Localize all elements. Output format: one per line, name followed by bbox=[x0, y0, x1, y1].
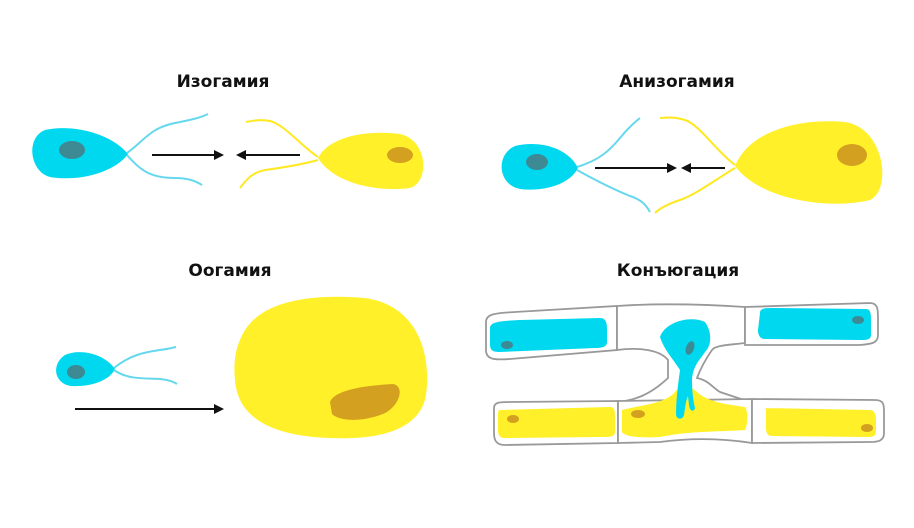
title-oogamy: Оогамия bbox=[188, 261, 272, 281]
conjugation-contents bbox=[490, 308, 876, 438]
female-gamete bbox=[654, 116, 883, 214]
nucleus bbox=[837, 144, 867, 166]
nucleus bbox=[59, 141, 85, 159]
egg-cell bbox=[234, 296, 428, 439]
sperm-cell bbox=[56, 346, 178, 387]
nucleus bbox=[387, 147, 413, 163]
migrating-cell-content bbox=[660, 319, 711, 419]
nucleus bbox=[526, 154, 548, 170]
isogamy-panel bbox=[32, 113, 424, 190]
male-gamete bbox=[32, 113, 209, 186]
female-gamete bbox=[239, 119, 424, 190]
title-anisogamy: Анизогамия bbox=[619, 72, 735, 92]
nucleus bbox=[67, 365, 85, 379]
male-gamete bbox=[501, 117, 651, 213]
anisogamy-panel bbox=[501, 116, 883, 214]
title-conjugation: Конъюгация bbox=[616, 261, 740, 281]
nucleus bbox=[330, 384, 400, 420]
oogamy-panel bbox=[56, 296, 428, 439]
title-isogamy: Изогамия bbox=[176, 72, 270, 92]
